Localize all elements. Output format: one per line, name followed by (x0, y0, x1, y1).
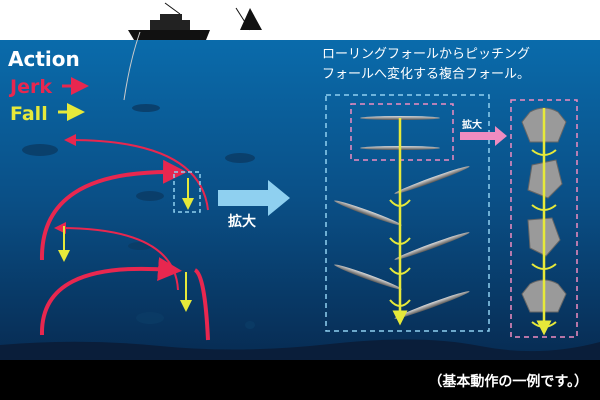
legend-jerk: Jerk (8, 76, 52, 98)
detail-zoom-label: 拡大 (462, 118, 482, 131)
rotation-arrows (389, 199, 411, 307)
description-line2: フォールへ変化する複合フォール。 (322, 66, 530, 82)
zoom-label: 拡大 (228, 213, 256, 230)
sea (0, 40, 600, 360)
seafloor (0, 339, 600, 362)
detail-box (510, 99, 578, 338)
zoom-arrow-icon (218, 180, 290, 216)
fishing-line (123, 31, 141, 101)
sky (0, 0, 600, 40)
caption-bar (0, 360, 600, 400)
boat-icon (128, 2, 262, 40)
fish-silhouettes (22, 104, 255, 329)
detail-rotation-arrows (531, 149, 557, 328)
fall-paths (58, 178, 194, 312)
caption: （基本動作の一例です。） (428, 373, 588, 390)
detail-arrow-icon (460, 126, 507, 146)
zoom-box (325, 94, 490, 332)
legend-title: Action (8, 47, 80, 71)
zoom-source-box (173, 171, 201, 213)
detail-source-box (350, 103, 454, 161)
jerk-paths (39, 134, 210, 341)
legend-fall: Fall (10, 103, 48, 125)
description-line1: ローリングフォールからピッチング (322, 47, 530, 62)
